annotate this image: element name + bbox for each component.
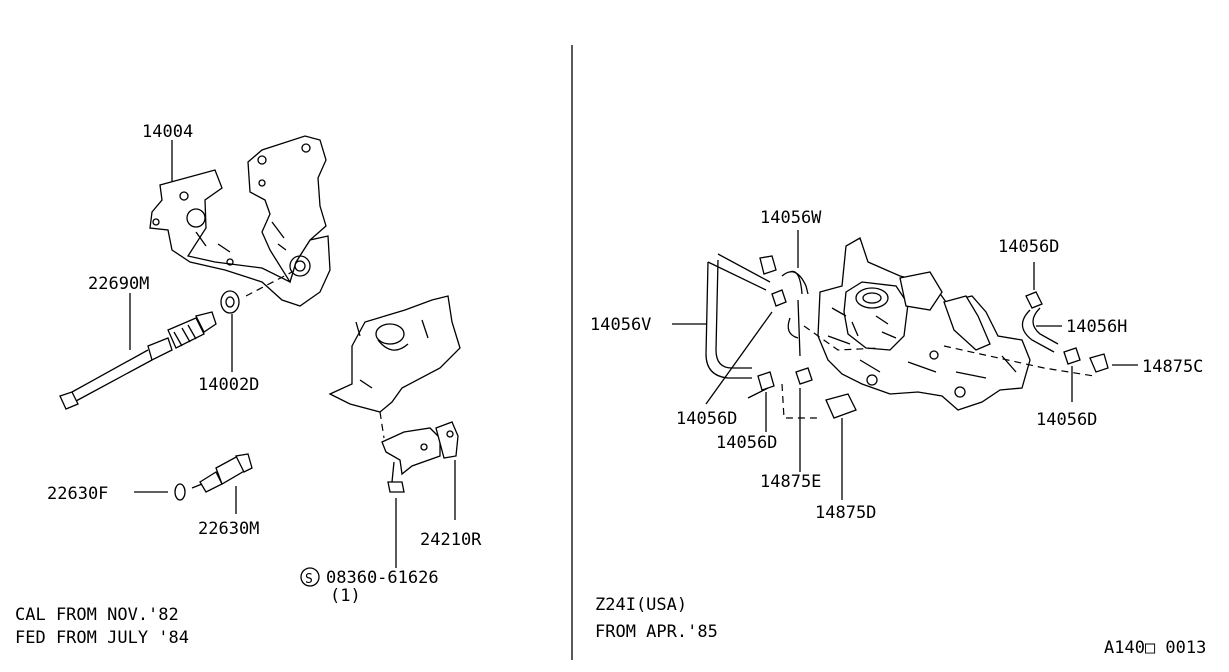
exhaust-manifold-drawing	[149, 135, 331, 307]
label-washer: 22630F	[47, 484, 108, 504]
label-clamp-d-mid: 14056D	[716, 433, 777, 453]
standard-part-letter: S	[305, 572, 313, 587]
note-fed: FED FROM JULY '84	[15, 628, 189, 648]
bolt-drawing	[387, 461, 405, 493]
diagram-id: A140□ 0013	[1104, 638, 1206, 658]
label-bracket: 24210R	[420, 530, 482, 550]
intake-manifold-drawing	[817, 237, 1031, 411]
label-hose-d-top: 14056D	[998, 237, 1059, 257]
label-gasket: 14002D	[198, 375, 259, 395]
label-clamp-d-right: 14056D	[1036, 410, 1097, 430]
note-model: Z24I(USA)	[595, 595, 687, 615]
label-hose-v: 14056V	[590, 315, 651, 335]
label-bolt-qty: (1)	[330, 586, 361, 606]
bracket-drawing	[381, 421, 459, 476]
note-from: FROM APR.'85	[595, 622, 718, 642]
label-temp-sensor: 22630M	[198, 519, 259, 539]
heat-shield-drawing	[328, 295, 461, 413]
hose-h-drawing	[1021, 307, 1059, 353]
temp-sensor-drawing	[191, 453, 253, 493]
hose-v-drawing	[705, 253, 771, 379]
oxygen-sensor-drawing	[59, 311, 217, 410]
label-hose-h: 14056H	[1066, 317, 1127, 337]
gasket-drawing	[220, 290, 240, 314]
label-sensor-cable: 22690M	[88, 274, 149, 294]
label-connector-e: 14875E	[760, 472, 821, 492]
note-cal: CAL FROM NOV.'82	[15, 605, 179, 625]
washer-drawing	[174, 483, 186, 501]
label-clamp-d-left: 14056D	[676, 409, 737, 429]
standard-part-symbol	[300, 567, 320, 587]
label-hose-w: 14056W	[760, 208, 822, 228]
label-bolt-code: 08360-61626	[326, 568, 439, 588]
label-manifold: 14004	[142, 122, 193, 142]
label-connector-d: 14875D	[815, 503, 876, 523]
hose-w-drawing	[759, 255, 809, 295]
label-connector-c: 14875C	[1142, 357, 1203, 377]
